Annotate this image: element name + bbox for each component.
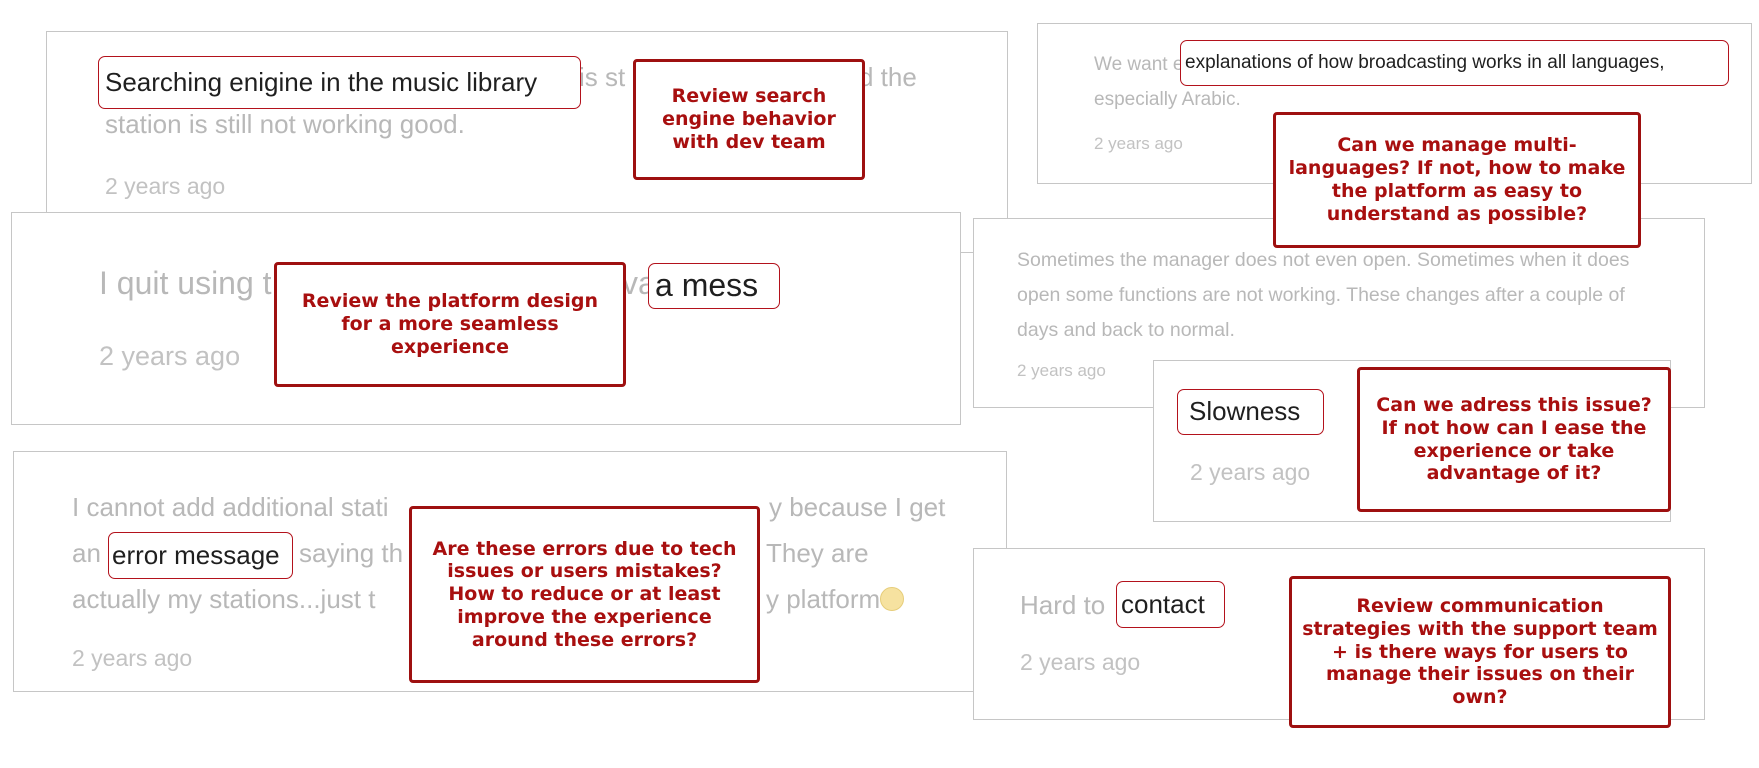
feedback-text: Hard to [1020, 590, 1106, 620]
highlighted-phrase: error message [108, 532, 293, 579]
highlighted-phrase: contact [1116, 581, 1225, 628]
feedback-text: an [72, 538, 101, 568]
feedback-text: y because I get [769, 492, 946, 522]
feedback-text-line: days and back to normal. [1017, 319, 1235, 341]
timestamp: 2 years ago [1094, 134, 1183, 153]
timestamp: 2 years ago [1017, 361, 1106, 380]
annotation-note-mess: Review the platform design for a more se… [274, 262, 626, 387]
annotation-note-slowness: Can we adress this issue? If not how can… [1357, 367, 1671, 512]
feedback-text: y platform [766, 584, 881, 614]
feedback-text: They are [766, 538, 869, 568]
feedback-text-line: open some functions are not working. The… [1017, 284, 1625, 306]
feedback-text-line: station is still not working good. [105, 109, 465, 139]
timestamp: 2 years ago [105, 173, 226, 199]
annotation-note-error: Are these errors due to tech issues or u… [409, 506, 760, 683]
feedback-text: actually my stations...just t [72, 584, 376, 614]
highlighted-phrase: a mess [648, 263, 780, 309]
feedback-text: is st [579, 62, 626, 92]
highlighted-phrase: Searching enigine in the music library [98, 56, 581, 109]
annotation-note-contact: Review communication strategies with the… [1289, 576, 1671, 728]
annotation-note-search: Review search engine behavior with dev t… [633, 59, 865, 180]
frowning-face-icon [880, 587, 905, 612]
highlighted-phrase: Slowness [1177, 389, 1324, 435]
feedback-text-line: Sometimes the manager does not even open… [1017, 249, 1630, 271]
timestamp: 2 years ago [99, 341, 241, 371]
feedback-text: I quit using t [99, 265, 272, 301]
feedback-text: d the [859, 62, 917, 92]
feedback-text-line: especially Arabic. [1094, 89, 1241, 110]
highlighted-phrase: explanations of how broadcasting works i… [1180, 40, 1729, 86]
timestamp: 2 years ago [1190, 459, 1311, 485]
annotation-note-languages: Can we manage multi-languages? If not, h… [1273, 112, 1641, 248]
timestamp: 2 years ago [72, 645, 193, 671]
timestamp: 2 years ago [1020, 649, 1141, 675]
feedback-text: saying th [299, 538, 404, 568]
feedback-text: We want e [1094, 54, 1184, 75]
feedback-text: I cannot add additional stati [72, 492, 389, 522]
feedback-text: y platform [766, 584, 905, 615]
